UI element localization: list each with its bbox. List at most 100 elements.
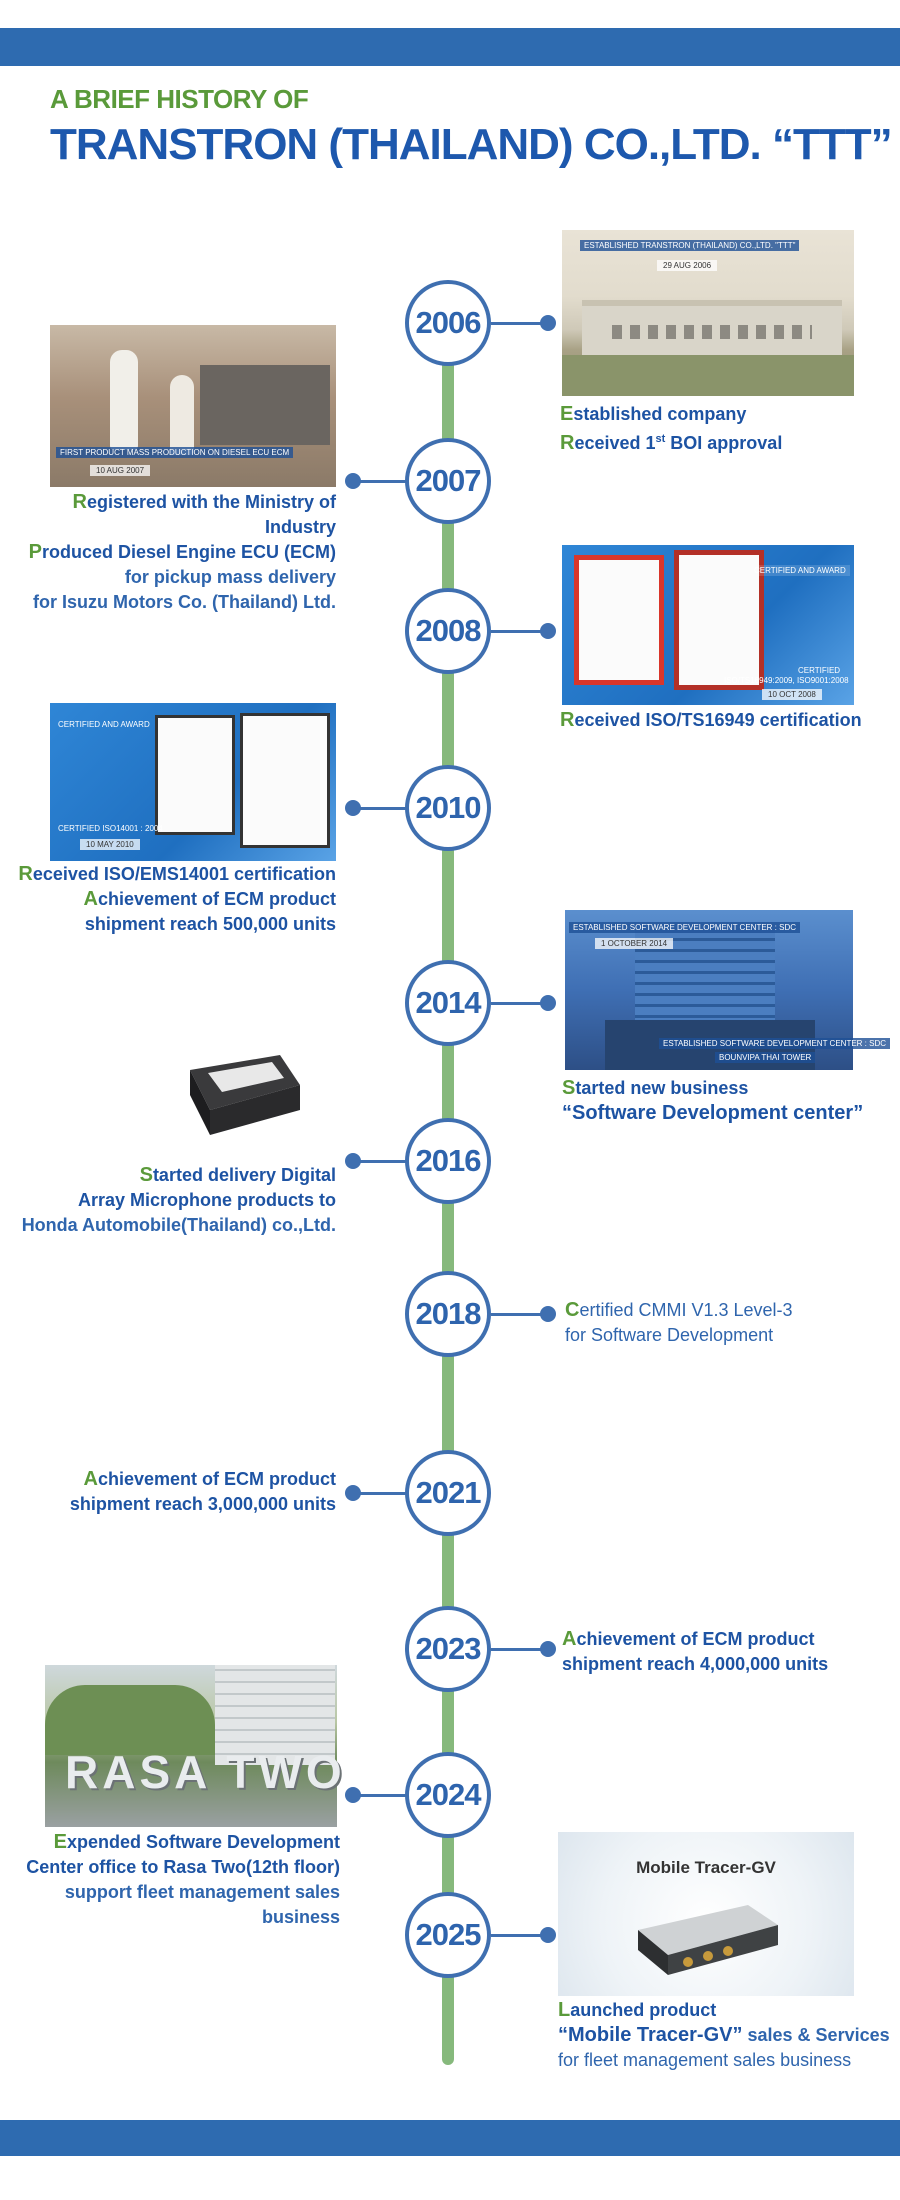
photo-2014-label2: ESTABLISHED SOFTWARE DEVELOPMENT CENTER … xyxy=(659,1038,890,1049)
event-2018-line1: Certified CMMI V1.3 Level-3 xyxy=(565,1299,793,1321)
event-2014-text: Started new business “Software Developme… xyxy=(562,1076,892,1126)
connector-dot-2007 xyxy=(345,473,361,489)
page-subtitle: A BRIEF HISTORY OF xyxy=(50,84,309,114)
connector-2023 xyxy=(491,1648,547,1651)
year-badge-2016: 2016 xyxy=(405,1118,491,1204)
connector-dot-2025 xyxy=(540,1927,556,1943)
event-2018-line2: for Software Development xyxy=(565,1325,774,1345)
event-2010-text: Received ISO/EMS14001 certification Achi… xyxy=(10,862,336,937)
photo-2007-production: FIRST PRODUCT MASS PRODUCTION ON DIESEL … xyxy=(50,325,336,487)
trees xyxy=(45,1685,215,1755)
microphone-device-icon xyxy=(190,1055,300,1135)
connector-dot-2016 xyxy=(345,1153,361,1169)
event-2007-line1: Registered with the Ministry of Industry xyxy=(72,491,336,537)
event-2025-line2: “Mobile Tracer-GV” sales & Services xyxy=(558,2024,890,2046)
certificate-2 xyxy=(674,550,764,690)
photo-2010-cert: CERTIFIED ISO14001 : 2004 xyxy=(58,824,163,833)
photo-2008-certificates: CERTIFIED AND AWARD CERTIFIED ISO/TS1694… xyxy=(562,545,854,705)
page-title: TRANSTRON (THAILAND) CO.,LTD. “TTT” xyxy=(50,120,893,169)
event-2016-line3: Honda Automobile(Thailand) co.,Ltd. xyxy=(21,1215,336,1235)
event-2010-line3: shipment reach 500,000 units xyxy=(84,914,336,934)
event-2016-text: Started delivery Digital Array Microphon… xyxy=(10,1163,336,1238)
event-2025-line3: for fleet management sales business xyxy=(558,2050,852,2070)
photo-2006-factory: ESTABLISHED TRANSTRON (THAILAND) CO.,LTD… xyxy=(562,230,854,396)
event-2023-line2: shipment reach 4,000,000 units xyxy=(562,1654,829,1674)
event-2024-line3: support fleet management sales business xyxy=(64,1882,340,1927)
year-badge-2025: 2025 xyxy=(405,1892,491,1978)
photo-2014-office-building: ESTABLISHED SOFTWARE DEVELOPMENT CENTER … xyxy=(565,910,890,1070)
year-badge-2014: 2014 xyxy=(405,960,491,1046)
event-2006-line2: Received 1st BOI approval xyxy=(560,432,783,454)
event-2024-line2: Center office to Rasa Two(12th floor) xyxy=(26,1857,340,1877)
photo-2010-certificates: CERTIFIED AND AWARD CERTIFIED ISO14001 :… xyxy=(50,703,336,861)
photo-2014-date: 1 OCTOBER 2014 xyxy=(595,938,674,949)
factory-lawn xyxy=(562,355,854,396)
event-2006-line1: Established company xyxy=(560,403,747,425)
connector-2014 xyxy=(491,1002,547,1005)
connector-2021 xyxy=(355,1492,407,1495)
photo-2025-title: Mobile Tracer-GV xyxy=(636,1858,776,1877)
connector-2006 xyxy=(491,322,547,325)
connector-2008 xyxy=(491,630,547,633)
connector-dot-2008 xyxy=(540,623,556,639)
tower-background xyxy=(215,1665,335,1765)
connector-2010 xyxy=(355,807,407,810)
connector-dot-2018 xyxy=(540,1306,556,1322)
connector-2016 xyxy=(355,1160,407,1163)
event-2014-line1: Started new business xyxy=(562,1077,749,1099)
year-badge-2021: 2021 xyxy=(405,1450,491,1536)
event-2007-line2: Produced Diesel Engine ECU (ECM) xyxy=(28,541,336,563)
factory-building-windows xyxy=(612,325,812,339)
connector-2025 xyxy=(491,1934,547,1937)
year-badge-2008: 2008 xyxy=(405,588,491,674)
year-badge-2018: 2018 xyxy=(405,1271,491,1357)
photo-2010-date: 10 MAY 2010 xyxy=(80,839,140,850)
event-2014-line2: “Software Development center” xyxy=(562,1102,864,1124)
event-2007-line3: for pickup mass delivery xyxy=(124,567,336,587)
event-2016-line1: Started delivery Digital xyxy=(139,1164,336,1186)
photo-2010-label: CERTIFIED AND AWARD xyxy=(58,720,150,729)
year-badge-2024: 2024 xyxy=(405,1752,491,1838)
top-banner-bar xyxy=(0,28,900,66)
connector-dot-2023 xyxy=(540,1641,556,1657)
connector-dot-2024 xyxy=(345,1787,361,1803)
photo-2024-sign: RASA TWO xyxy=(65,1746,346,1798)
production-line-machine xyxy=(200,365,330,445)
year-badge-2007: 2007 xyxy=(405,438,491,524)
photo-2006-date: 29 AUG 2006 xyxy=(657,260,718,271)
event-2008-line1: Received ISO/TS16949 certification xyxy=(560,709,862,731)
photo-2025-mobile-tracer: Mobile Tracer-GV xyxy=(558,1832,854,1996)
photo-2008-label: CERTIFIED AND AWARD xyxy=(750,565,850,576)
event-2016-line2: Array Microphone products to xyxy=(77,1190,336,1210)
event-2021-line1: Achievement of ECM product xyxy=(83,1468,336,1490)
event-2007-text: Registered with the Ministry of Industry… xyxy=(10,490,336,615)
connector-dot-2010 xyxy=(345,800,361,816)
event-2010-line1: Received ISO/EMS14001 certification xyxy=(18,863,336,885)
year-badge-2023: 2023 xyxy=(405,1606,491,1692)
year-badge-2010: 2010 xyxy=(405,765,491,851)
event-2006-text: Established company Received 1st BOI app… xyxy=(560,402,880,456)
certificate-3 xyxy=(155,715,235,835)
connector-2024 xyxy=(355,1794,407,1797)
connector-dot-2021 xyxy=(345,1485,361,1501)
photo-2008-cert: CERTIFIED xyxy=(798,666,841,675)
certificate-4 xyxy=(240,713,330,848)
event-2007-line4: for Isuzu Motors Co. (Thailand) Ltd. xyxy=(33,592,336,612)
event-2025-text: Launched product “Mobile Tracer-GV” sale… xyxy=(558,1998,898,2073)
event-2021-text: Achievement of ECM product shipment reac… xyxy=(10,1467,336,1517)
photo-2008-date: 10 OCT 2008 xyxy=(762,689,822,700)
photo-2007-date: 10 AUG 2007 xyxy=(90,465,151,476)
photo-2008-cert2: ISO/TS16949:2009, ISO9001:2008 xyxy=(724,676,849,685)
photo-2007-label: FIRST PRODUCT MASS PRODUCTION ON DIESEL … xyxy=(56,447,294,458)
connector-2018 xyxy=(491,1313,547,1316)
tracer-device-icon xyxy=(638,1905,778,1975)
connector-dot-2014 xyxy=(540,995,556,1011)
event-2023-text: Achievement of ECM product shipment reac… xyxy=(562,1627,892,1677)
worker-2 xyxy=(170,375,194,455)
event-2021-line2: shipment reach 3,000,000 units xyxy=(69,1494,336,1514)
event-2008-text: Received ISO/TS16949 certification xyxy=(560,708,890,733)
event-2023-line1: Achievement of ECM product xyxy=(562,1628,815,1650)
certificate-1 xyxy=(574,555,664,685)
connector-2007 xyxy=(355,480,407,483)
event-2025-line1: Launched product xyxy=(558,1999,717,2021)
